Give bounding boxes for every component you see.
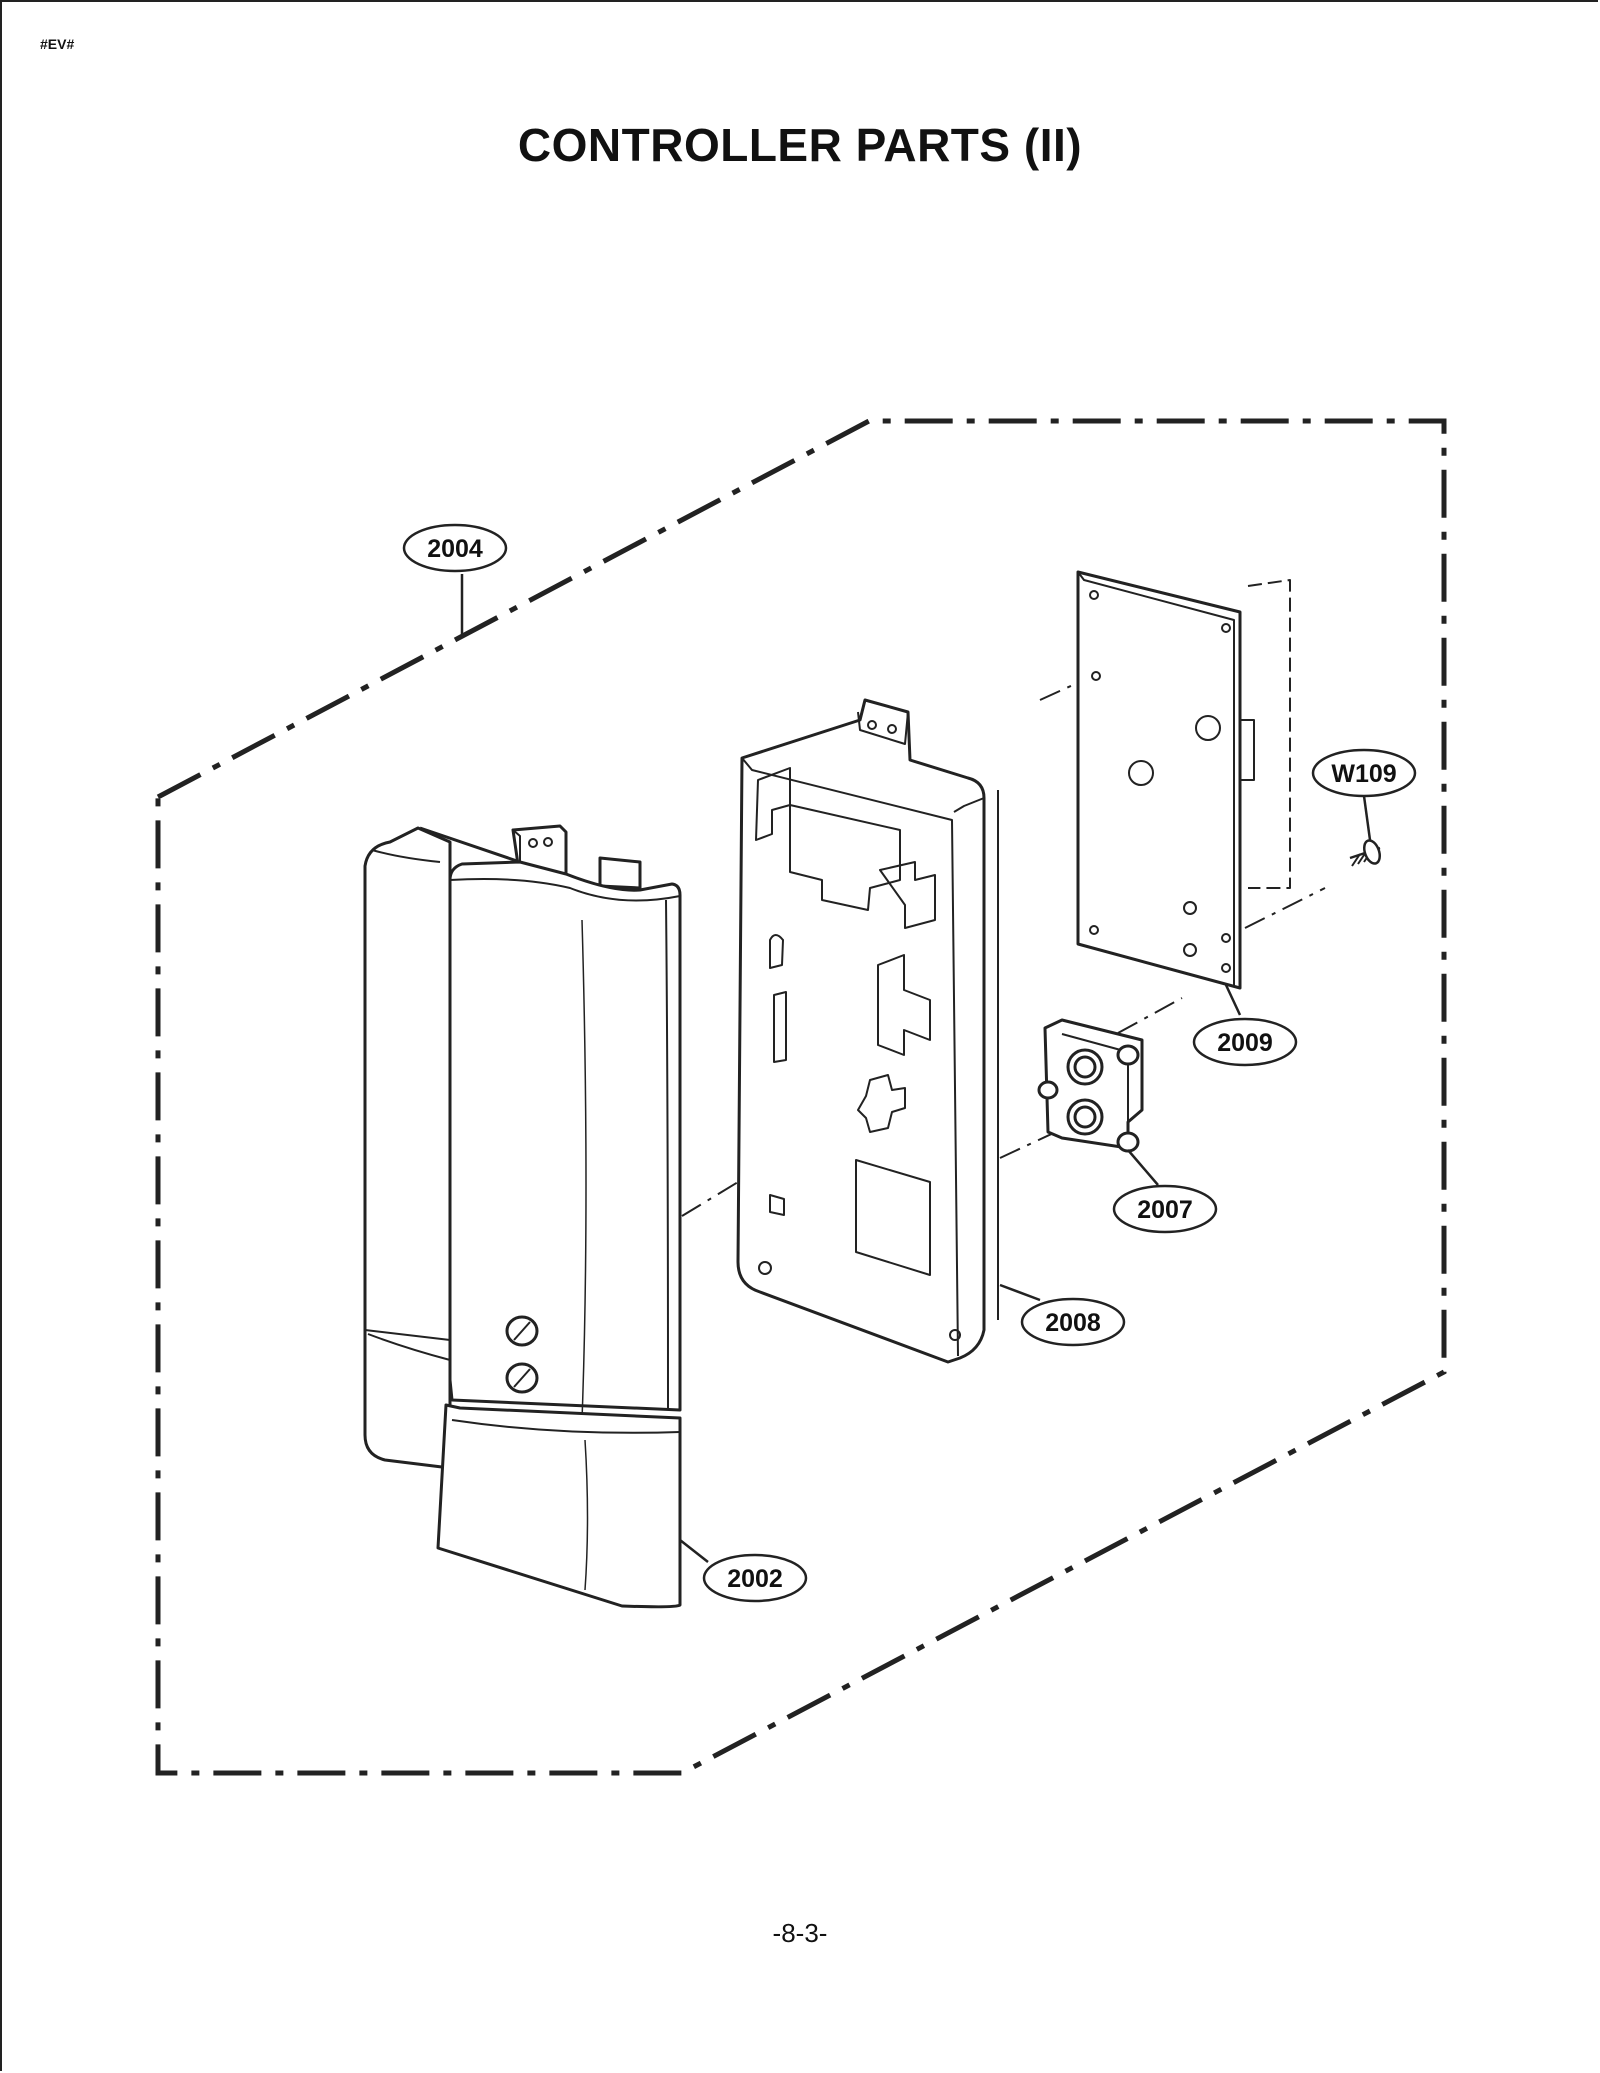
leader-2009 [1224, 984, 1242, 1016]
back-case-part [736, 698, 999, 1364]
model-tag: #EV# [40, 36, 75, 52]
leader-2007 [1127, 1149, 1159, 1186]
callout-label-2008: 2008 [1045, 1309, 1101, 1337]
callout-label-2002: 2002 [727, 1565, 783, 1593]
callout-label-2007: 2007 [1137, 1196, 1193, 1224]
assembly-boundary [155, 418, 1447, 1776]
callout-2009: 2009 [1192, 1017, 1298, 1067]
leader-2002 [679, 1539, 709, 1563]
front-case-part [363, 824, 682, 1609]
leader-2008 [999, 1283, 1041, 1302]
callout-W109: W109 [1311, 748, 1417, 798]
page-number: -8-3- [772, 1918, 828, 1948]
callout-label-2004: 2004 [427, 535, 483, 563]
callout-2004: 2004 [402, 523, 508, 573]
callout-2008: 2008 [1020, 1297, 1126, 1347]
leader-W109 [1362, 795, 1372, 841]
button-holder-part [1037, 1018, 1144, 1153]
page-title: CONTROLLER PARTS (II) [517, 119, 1083, 171]
screw-part [1349, 839, 1382, 867]
callout-label-2009: 2009 [1217, 1029, 1273, 1057]
callout-2002: 2002 [702, 1553, 808, 1603]
callout-2007: 2007 [1112, 1184, 1218, 1234]
pcb-part [1076, 570, 1291, 990]
callout-label-W109: W109 [1331, 760, 1396, 788]
